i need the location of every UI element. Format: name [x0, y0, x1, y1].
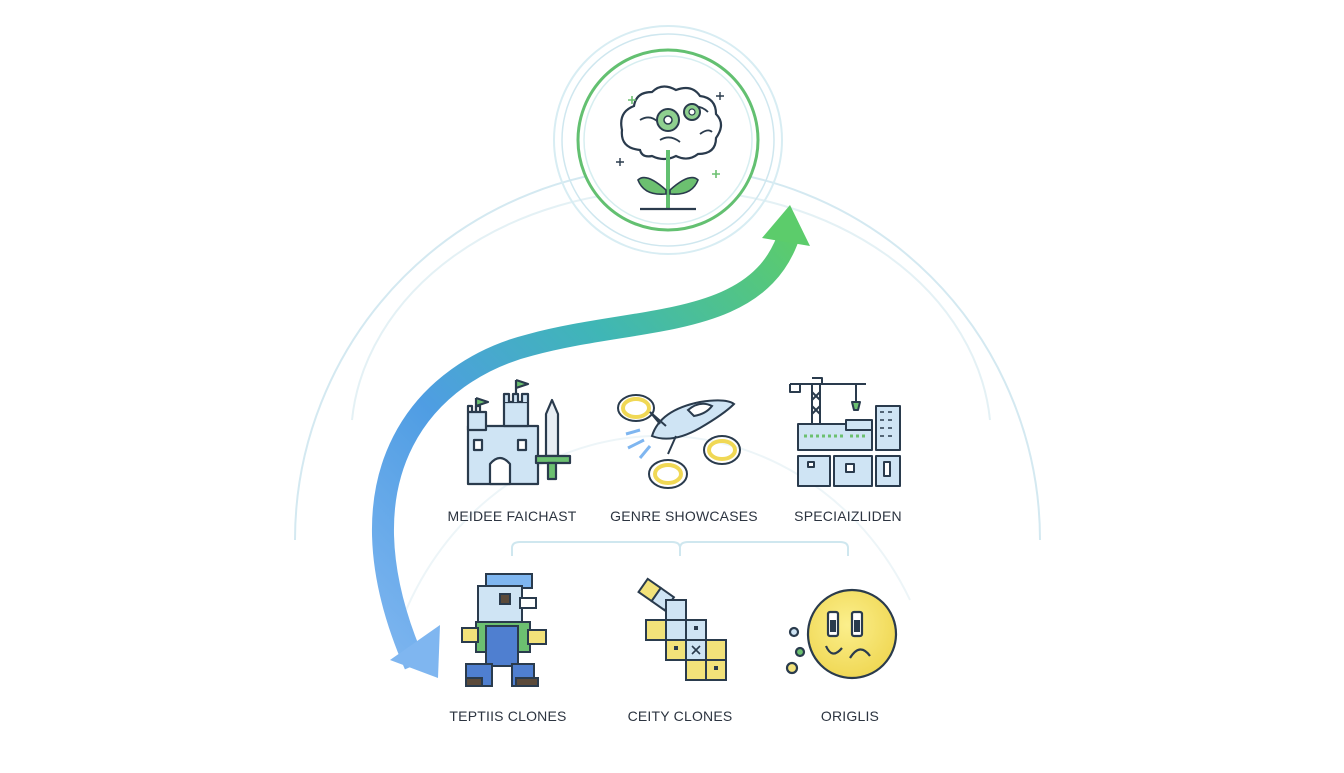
label-ceity-clones: CEITY CLONES: [627, 708, 733, 724]
construction-crane-city-icon: [789, 377, 901, 487]
castle-sword-icon: [466, 378, 572, 486]
label-teptiis-clones: TEPTIIS CLONES: [449, 708, 567, 724]
pixel-plumber-icon: [461, 573, 547, 687]
label-genre-showcases: GENRE SHOWCASES: [610, 508, 758, 524]
brain-gears-sprout-icon: [553, 25, 783, 255]
label-speciaizliden: SPECIAIZLIDEN: [794, 508, 902, 524]
label-origlis: ORIGLIS: [820, 708, 880, 724]
lower-orbit-ring: [394, 434, 911, 641]
falling-blocks-icon: [637, 577, 727, 681]
progression-arrow: [371, 205, 810, 678]
tier-bracket: [511, 541, 849, 556]
arrow-head-top: [762, 205, 810, 246]
smiley-face-icon: [785, 588, 898, 680]
spaceship-rings-icon: [617, 394, 741, 489]
label-meidee-faichast: MEIDEE FAICHAST: [447, 508, 577, 524]
arrow-head-bottom: [390, 625, 440, 678]
orbit-rings: [294, 166, 1041, 641]
